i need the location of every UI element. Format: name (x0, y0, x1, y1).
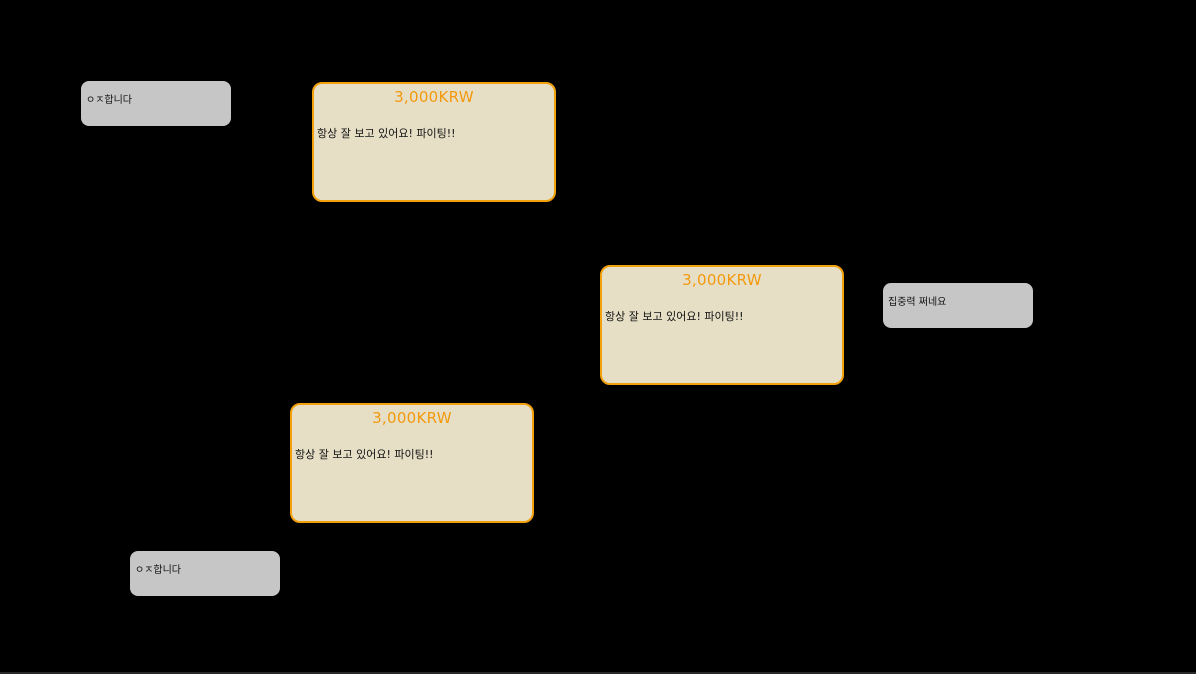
donation-alert-card: 3,000KRW 항상 잘 보고 있어요! 파이팅!! (290, 403, 534, 523)
donation-message: 항상 잘 보고 있어요! 파이팅!! (295, 448, 434, 461)
chat-message-bubble: ㅇㅈ합니다 (81, 81, 231, 126)
chat-message-text: 집중력 쩌네요 (888, 297, 947, 308)
chat-message-text: ㅇㅈ합니다 (86, 95, 132, 106)
chat-message-bubble: 집중력 쩌네요 (883, 283, 1033, 328)
donation-message: 항상 잘 보고 있어요! 파이팅!! (317, 127, 456, 140)
donation-alert-card: 3,000KRW 항상 잘 보고 있어요! 파이팅!! (600, 265, 844, 385)
donation-message: 항상 잘 보고 있어요! 파이팅!! (605, 310, 744, 323)
donation-amount: 3,000KRW (682, 271, 762, 289)
donation-amount: 3,000KRW (372, 409, 452, 427)
chat-message-text: ㅇㅈ합니다 (135, 565, 181, 576)
bottom-divider (0, 672, 1196, 674)
donation-alert-card: 3,000KRW 항상 잘 보고 있어요! 파이팅!! (312, 82, 556, 202)
donation-amount: 3,000KRW (394, 88, 474, 106)
chat-message-bubble: ㅇㅈ합니다 (130, 551, 280, 596)
